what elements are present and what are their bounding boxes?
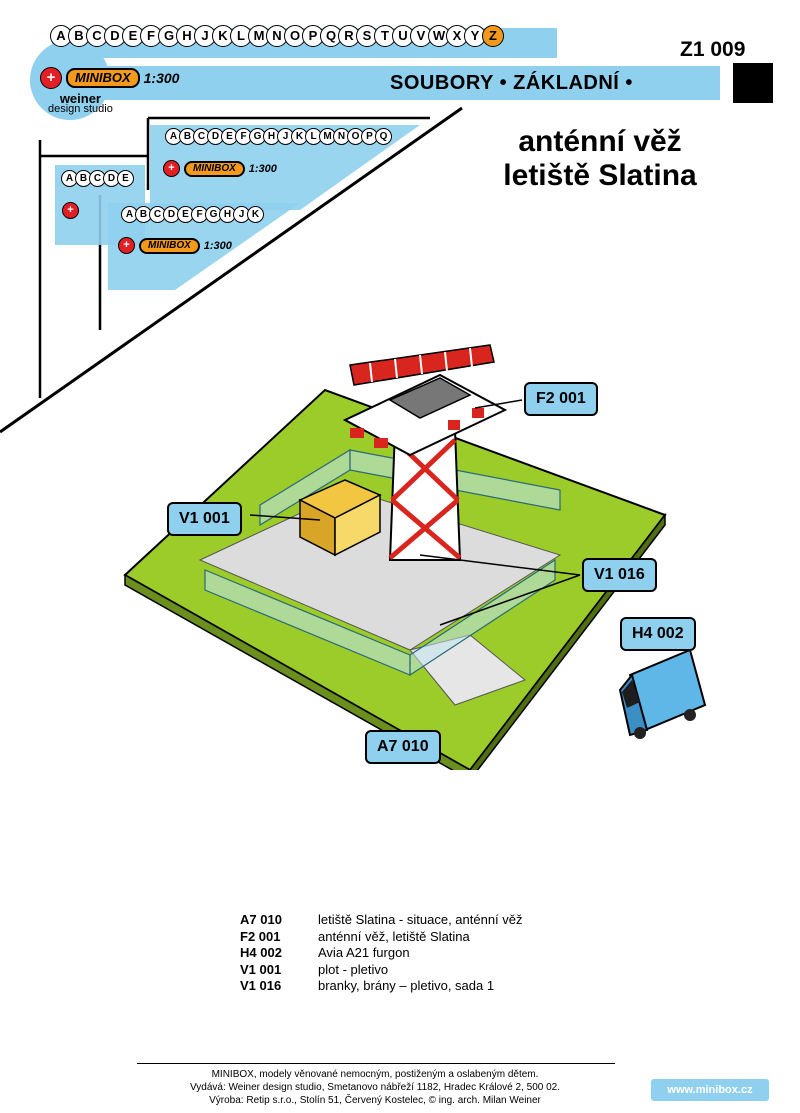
minibox-logo-card4: + MINIBOX 1:300 (118, 237, 232, 254)
studio-logo: weiner design studio (48, 91, 113, 115)
brand-scale: 1:300 (248, 162, 277, 175)
part-code: H4 002 (240, 945, 282, 960)
brand-name: MINIBOX (184, 160, 245, 177)
alphabet-letter: J (233, 206, 250, 223)
studio-name: weiner (59, 91, 101, 106)
alphabet-letter: G (158, 25, 180, 47)
alphabet-letter: E (117, 170, 134, 187)
part-description: anténní věž, letiště Slatina (318, 928, 470, 944)
part-code: F2 001 (240, 928, 281, 944)
callout-f2-001: F2 001 (524, 382, 598, 416)
category-label: SOUBORY • ZÁKLADNÍ • (390, 72, 633, 94)
title-line-2: letiště Slatina (503, 159, 697, 192)
minibox-logo-card3: + (62, 202, 79, 219)
alphabet-letter: E (221, 128, 238, 145)
alphabet-letter: T (374, 25, 396, 47)
part-description: Avia A21 furgon (318, 945, 410, 960)
part-description: branky, brány – pletivo, sada 1 (318, 978, 495, 993)
parts-row: A7 010 letiště Slatina - situace, anténn… (240, 912, 523, 929)
black-square-mark (733, 63, 773, 103)
parts-list: A7 010 letiště Slatina - situace, anténn… (240, 912, 523, 995)
page-title: anténní věž letiště Slatina (430, 125, 770, 193)
alphabet-letter: E (177, 206, 194, 223)
sheet-code: Z1 009 (680, 38, 746, 61)
part-code: V1 016 (240, 978, 282, 993)
part-code: V1 001 (240, 961, 282, 977)
brand-name: MINIBOX (66, 68, 140, 88)
brand-name: MINIBOX (139, 237, 200, 254)
callout-v1-016: V1 016 (582, 558, 657, 592)
alphabet-letter: K (212, 25, 234, 47)
callout-v1-001: V1 001 (167, 502, 242, 536)
alphabet-letter: B (179, 128, 196, 145)
parts-row: V1 001 plot - pletivo (240, 962, 523, 979)
red-cross-icon: + (118, 237, 135, 254)
minibox-logo-card2: + MINIBOX 1:300 (163, 160, 277, 177)
alphabet-letter: W (428, 25, 450, 47)
part-code: A7 010 (240, 912, 282, 927)
header-band-category (30, 66, 720, 100)
footer-line-1: MINIBOX, modely věnované nemocným, posti… (211, 1069, 539, 1080)
website-link[interactable]: www.minibox.cz (651, 1079, 769, 1101)
alphabet-letter: J (277, 128, 294, 145)
part-description: plot - pletivo (318, 961, 389, 977)
minibox-logo: + MINIBOX 1:300 (40, 67, 179, 89)
antenna-tower-illustration (123, 344, 707, 770)
brand-scale: 1:300 (203, 239, 232, 252)
callout-a7-010: A7 010 (365, 730, 441, 764)
alphabet-letter: K (247, 206, 264, 223)
alphabet-letter: H (263, 128, 280, 145)
red-cross-icon: + (163, 160, 180, 177)
parts-row: H4 002 Avia A21 furgon (240, 945, 523, 962)
red-cross-icon: + (62, 202, 79, 219)
studio-subtitle: design studio (48, 103, 113, 115)
alphabet-letter: C (89, 170, 106, 187)
van-illustration (618, 648, 707, 739)
header-stack-graphic (0, 106, 463, 434)
alphabet-letter: B (75, 170, 92, 187)
footer-divider (137, 1063, 615, 1064)
brand-scale: 1:300 (143, 70, 180, 86)
footer-line-2: Vydává: Weiner design studio, Smetanovo … (189, 1082, 561, 1093)
parts-row: V1 016 branky, brány – pletivo, sada 1 (240, 978, 523, 995)
title-line-1: anténní věž (518, 125, 682, 158)
alphabet-letter: C (193, 128, 210, 145)
alphabet-letter: Z (482, 25, 504, 47)
parts-row: F2 001 anténní věž, letiště Slatina (240, 929, 523, 946)
alphabet-letter: Q (375, 128, 392, 145)
red-cross-icon: + (40, 67, 62, 89)
part-description: letiště Slatina - situace, anténní věž (318, 912, 523, 927)
footer-line-3: Výroba: Retip s.r.o., Stolín 51, Červený… (209, 1095, 541, 1106)
footer-text: MINIBOX, modely věnované nemocným, posti… (120, 1068, 630, 1107)
callout-h4-002: H4 002 (620, 617, 696, 651)
